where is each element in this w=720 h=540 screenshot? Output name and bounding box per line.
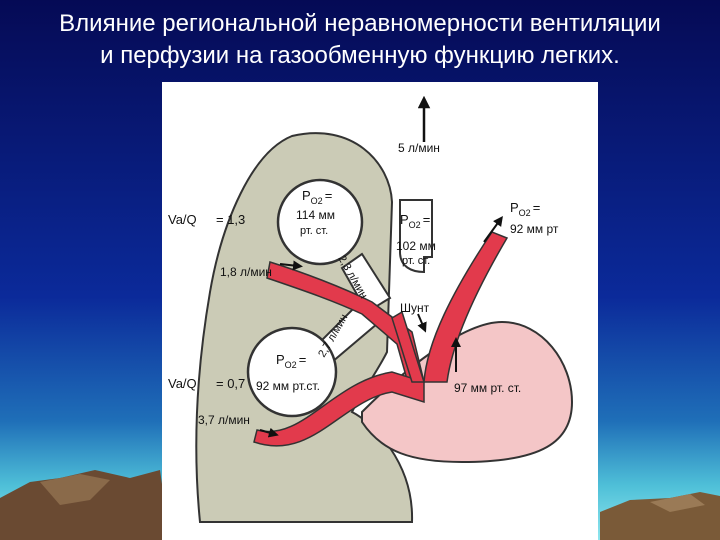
lower-alveolus-po2-value: 92 мм рт.ст. — [256, 379, 320, 393]
slide-title-line1: Влияние региональной неравномерности вен… — [59, 10, 661, 37]
mixed-alveolar-po2-label: PO2= — [400, 212, 430, 230]
slide-title: Влияние региональной неравномерности вен… — [0, 8, 720, 72]
lower-vq-label: Va/Q — [168, 376, 197, 391]
upper-perfusion-label: 1,8 л/мин — [220, 265, 272, 279]
upper-alveolus-po2-label: PO2= — [302, 188, 332, 206]
arrow-shunt — [417, 313, 427, 333]
arrow-upper-perfusion — [279, 260, 303, 271]
lung-diagram: 5 л/мин PO2= 114 мм рт. ст. Va/Q = 1,3 2… — [162, 82, 598, 540]
lower-alveolus-po2-label: PO2= — [276, 352, 306, 370]
arterial-po2-value: 92 мм рт — [510, 222, 559, 236]
upper-vq-value: = 1,3 — [216, 212, 245, 227]
mixed-alveolar-po2-value: 102 мм — [396, 239, 436, 253]
upper-alveolus-po2-unit: рт. ст. — [300, 225, 328, 237]
lower-alveolus — [246, 326, 338, 418]
vessel-shunt — [391, 310, 426, 383]
trachea — [399, 199, 433, 274]
slide-title-line2: и перфузии на газообменную функцию легки… — [100, 42, 620, 69]
arrow-lower-perfusion — [259, 427, 279, 438]
heart-value-label: 97 мм рт. ст. — [454, 381, 521, 395]
mountain-left-highlight — [40, 474, 110, 505]
vessel-aorta — [423, 231, 509, 383]
mixed-alveolar-po2-unit: рт. ст. — [402, 255, 430, 267]
upper-alveolus-po2-value: 114 мм — [296, 208, 335, 222]
upper-alveolus — [276, 178, 364, 266]
ventilation-total-label: 5 л/мин — [398, 141, 440, 155]
shunt-label: Шунт — [400, 301, 430, 315]
lower-vq-value: = 0,7 — [216, 376, 245, 391]
upper-vq-label: Va/Q — [168, 212, 197, 227]
lower-perfusion-label: 3,7 л/мин — [198, 413, 250, 427]
mountain-left — [0, 470, 170, 540]
vessel-lower — [253, 371, 425, 447]
mountain-right-highlight — [650, 494, 705, 512]
arterial-po2-label: PO2= — [510, 200, 540, 218]
arrow-arterial — [483, 215, 503, 243]
